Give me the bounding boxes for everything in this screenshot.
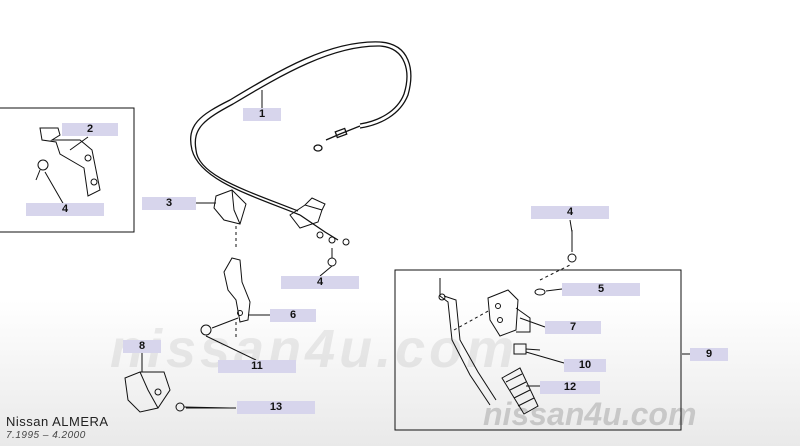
callout-13: 13 (237, 401, 315, 414)
screw-part-11 (200, 317, 239, 336)
callout-4-center: 4 (281, 276, 359, 289)
callout-3: 3 (142, 197, 196, 210)
pedal-bracket-part-7 (487, 289, 531, 337)
callout-12: 12 (540, 381, 600, 394)
stopper-part-10 (513, 343, 541, 355)
cover-part-8 (124, 371, 171, 413)
callout-11: 11 (218, 360, 296, 373)
cable-bracket (289, 197, 350, 267)
inset-bracket-part-2 (35, 127, 101, 197)
callout-10: 10 (564, 359, 606, 372)
screw-part-13 (175, 402, 231, 412)
leader-lines (44, 90, 690, 409)
inset-box-left (0, 107, 135, 233)
pedal-arm (438, 278, 497, 406)
callout-4-right: 4 (531, 206, 609, 219)
callout-8: 8 (123, 340, 161, 353)
bracket-part-6 (223, 257, 251, 323)
callout-7: 7 (545, 321, 601, 334)
footer-model-title: Nissan ALMERA (6, 414, 109, 429)
callout-4-inset: 4 (26, 203, 104, 216)
callout-6: 6 (270, 309, 316, 322)
pedal-pad-part-12 (501, 367, 539, 415)
accelerator-cable (190, 41, 412, 241)
callout-2: 2 (62, 123, 118, 136)
callout-9: 9 (690, 348, 728, 361)
callout-5: 5 (562, 283, 640, 296)
bolt-part-4-right (567, 230, 577, 263)
clip-part-3 (213, 189, 247, 225)
watermark-small: nissan4u.com (483, 396, 697, 432)
assembly-box-9 (394, 269, 682, 431)
callout-1: 1 (243, 108, 281, 121)
watermark-large: nissan4u.com (110, 319, 519, 379)
washer-part-5 (534, 288, 546, 296)
footer-date-range: 7.1995 – 4.2000 (6, 430, 86, 441)
